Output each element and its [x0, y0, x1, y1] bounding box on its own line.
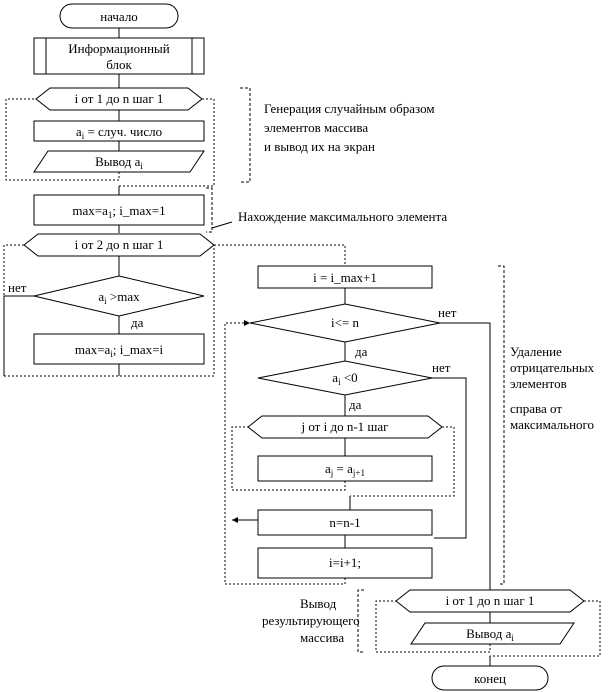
comment-delete-2: отрицательных: [510, 360, 595, 375]
cond-i-label: i<= n: [331, 315, 360, 330]
assign-random-sub: i: [82, 131, 85, 141]
loop-j-return-line: [231, 426, 346, 491]
generate-brace: [240, 87, 251, 183]
cond-neg-var: a: [332, 370, 338, 385]
init-max-a: max=a: [72, 203, 108, 218]
loop3-hexagon: i от 1 до n шаг 1: [395, 589, 585, 613]
loop2-exit-line: [214, 244, 346, 266]
while-return-line: [224, 322, 346, 585]
output-final-sub: i: [511, 633, 514, 643]
output-result-brace: [357, 589, 364, 653]
cond-max-sub: i: [104, 296, 107, 306]
cond-neg-sub: i: [338, 377, 341, 387]
branch-yes-1: да: [131, 315, 144, 330]
svg-text:ai >max: ai >max: [98, 289, 140, 306]
info-line-1: Информационный: [68, 41, 170, 56]
end-terminal: конец: [431, 665, 549, 691]
cond-max-rest: >max: [107, 289, 140, 304]
comment-output-1: Вывод: [300, 596, 337, 611]
dec-n-label: n=n-1: [329, 515, 360, 530]
set-i-label: i = i_max+1: [313, 270, 377, 285]
shift-block: aj = aj+1: [257, 455, 433, 482]
comment-output-2: результирующего: [262, 613, 360, 628]
loop2-label: i от 2 до n шаг 1: [75, 237, 164, 252]
svg-text:aj = aj+1: aj = aj+1: [325, 461, 365, 478]
shift-sub1: j: [330, 468, 334, 478]
init-max-sub: 1: [108, 210, 113, 220]
shift-a: a: [325, 461, 331, 476]
dec-n-block: n=n-1: [257, 509, 433, 536]
delete-neg-brace: [498, 265, 505, 585]
svg-text:ai = случ. число: ai = случ. число: [76, 124, 162, 141]
inc-i-block: i=i+1;: [257, 547, 433, 579]
cond-neg-rest: <0: [341, 370, 358, 385]
loop-j-hexagon: j от i до n-1 шаг: [247, 415, 443, 439]
cond-max-diamond: ai >max: [33, 275, 205, 317]
output-final-parallelogram: Вывод ai: [410, 622, 575, 645]
shift-sub2: j+1: [352, 468, 365, 478]
svg-text:max=a1; i_max=1: max=a1; i_max=1: [72, 203, 165, 220]
end-label: конец: [474, 671, 506, 686]
update-max-rest: ; i_max=i: [113, 342, 164, 357]
update-max-a: max=a: [75, 342, 111, 357]
svg-text:Вывод ai: Вывод ai: [95, 154, 143, 171]
comment-generate-3: и вывод их на экран: [264, 139, 375, 154]
comment-output-3: массива: [300, 630, 344, 645]
shift-mid: = a: [333, 461, 353, 476]
assign-random-block: ai = случ. число: [33, 120, 205, 142]
branch-no-1: нет: [8, 280, 27, 295]
svg-text:ai <0: ai <0: [332, 370, 357, 387]
svg-text:Вывод ai: Вывод ai: [466, 626, 514, 643]
info-line-2: блок: [106, 57, 132, 72]
update-max-block: max=ai; i_max=i: [33, 333, 205, 365]
cond-i-diamond: i<= n: [249, 303, 441, 343]
comment-find-max: Нахождение максимального элемента: [238, 209, 447, 224]
info-block: Информационный блок: [33, 37, 205, 75]
svg-text:max=ai; i_max=i: max=ai; i_max=i: [75, 342, 164, 359]
output-ai-sub: i: [140, 161, 143, 171]
start-terminal: начало: [59, 3, 179, 29]
output-ai-text: Вывод a: [95, 154, 140, 169]
cond-max-var: a: [98, 289, 104, 304]
comment-delete-3: элементов: [510, 376, 567, 391]
output-final-text: Вывод a: [466, 626, 511, 641]
init-max-rest: ; i_max=1: [112, 203, 165, 218]
loop3-return-line: [375, 600, 491, 653]
assign-random-var: a: [76, 124, 82, 139]
comment-delete-4: справа от: [510, 401, 562, 416]
comment-generate-1: Генерация случайным образом: [264, 101, 435, 116]
cond-neg-diamond: ai <0: [257, 360, 433, 396]
branch-yes-3: да: [349, 397, 362, 412]
branch-yes-2: да: [355, 344, 368, 359]
find-max-brace: [206, 187, 213, 233]
loop1-label: i от 1 до n шаг 1: [75, 91, 164, 106]
assign-random-rest: = случ. число: [84, 124, 162, 139]
set-i-block: i = i_max+1: [257, 265, 433, 289]
inc-i-label: i=i+1;: [329, 555, 361, 570]
loop1-return-line: [5, 98, 120, 181]
start-label: начало: [100, 9, 138, 24]
loop2-hexagon: i от 2 до n шаг 1: [23, 233, 215, 257]
branch-no-2: нет: [438, 305, 457, 320]
loop1-hexagon: i от 1 до n шаг 1: [35, 87, 203, 111]
loop-j-label: j от i до n-1 шаг: [300, 419, 388, 434]
comment-delete-1: Удаление: [510, 344, 562, 359]
comment-generate-2: элементов массива: [264, 120, 368, 135]
branch-no-3: нет: [432, 360, 451, 375]
output-ai-parallelogram: Вывод ai: [33, 150, 205, 173]
loop2-return-line: [4, 245, 215, 377]
loop3-label: i от 1 до n шаг 1: [446, 593, 535, 608]
update-max-sub: i: [110, 349, 113, 359]
comment-delete-5: максимального: [510, 417, 594, 432]
init-max-block: max=a1; i_max=1: [33, 194, 205, 226]
